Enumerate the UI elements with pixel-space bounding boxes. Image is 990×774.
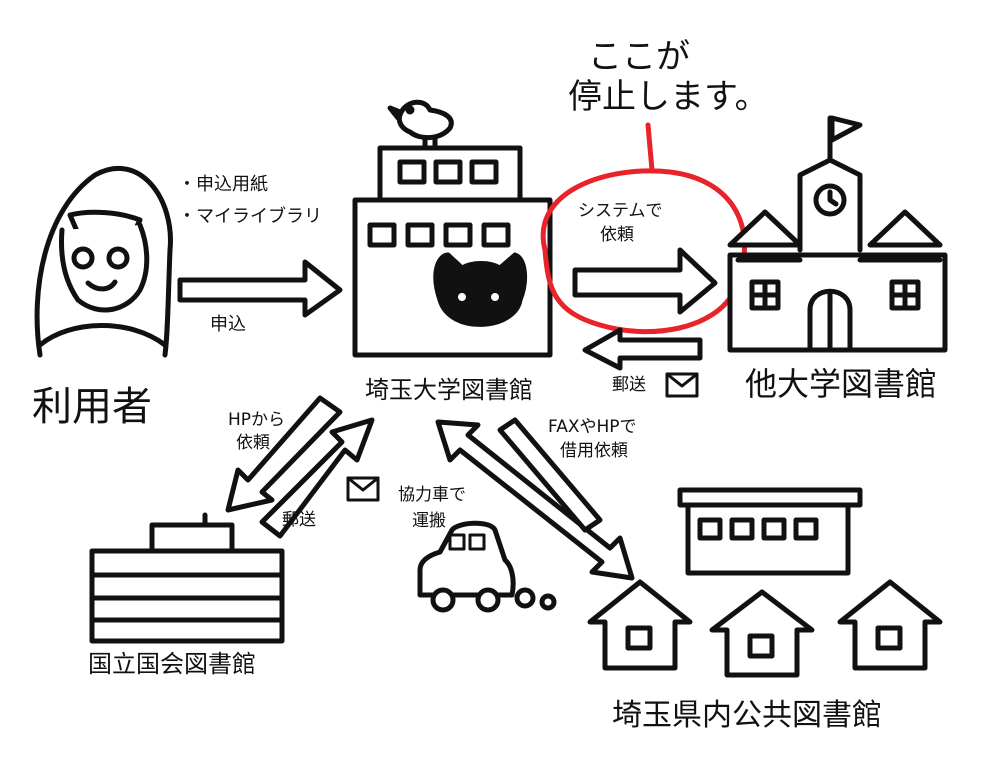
- black-cat-icon: [433, 252, 528, 327]
- post-other-label: 郵送: [612, 375, 646, 395]
- other-univ-building-icon: [727, 115, 948, 353]
- fax-hp-line2: 借用依頼: [560, 441, 628, 461]
- public-libs-label: 埼玉県内公共図書館: [612, 698, 882, 733]
- fax-hp-line1: FAXやHPで: [548, 417, 637, 437]
- ndl-building-icon: [89, 512, 285, 644]
- car-line2: 運搬: [412, 511, 446, 531]
- callout-line2: 停止します。: [568, 77, 769, 117]
- hp-request-line1: HPから: [228, 410, 285, 430]
- saitama-univ-label: 埼玉大学図書館: [365, 376, 533, 404]
- post-back-arrow: [582, 327, 703, 371]
- ndl-label: 国立国会図書館: [88, 650, 256, 678]
- user-option-mylibrary: ・マイライブラリ: [178, 205, 322, 227]
- hp-request-arrow: [225, 395, 343, 513]
- hp-request-line2: 依頼: [236, 433, 270, 453]
- user-icon: [34, 166, 173, 358]
- post-ndl-arrow: [259, 417, 375, 539]
- other-univ-label: 他大学図書館: [745, 365, 937, 403]
- bird-icon: [387, 99, 454, 151]
- public-libs-building-icon: [677, 487, 863, 576]
- house-icon: [587, 579, 693, 671]
- system-request-line2: 依頼: [600, 225, 634, 245]
- user-label: 利用者: [32, 384, 152, 430]
- system-request-line1: システムで: [578, 201, 663, 221]
- envelope-icon: [346, 476, 380, 502]
- envelope-icon: [665, 372, 699, 398]
- house-icon: [709, 589, 815, 678]
- car-icon: [417, 520, 557, 613]
- house-icon: [837, 579, 943, 671]
- apply-label: 申込: [210, 314, 246, 335]
- saitama-univ-building-icon: [352, 99, 553, 358]
- apply-arrow: [177, 259, 343, 318]
- callout-line1: ここが: [588, 37, 690, 77]
- system-request-arrow: [572, 247, 718, 315]
- car-line1: 協力車で: [398, 485, 466, 505]
- public-libs-double-arrow: [435, 419, 635, 581]
- user-option-form: ・申込用紙: [178, 174, 268, 195]
- fax-hp-arrow: [497, 417, 603, 533]
- post-ndl-label: 郵送: [282, 510, 316, 530]
